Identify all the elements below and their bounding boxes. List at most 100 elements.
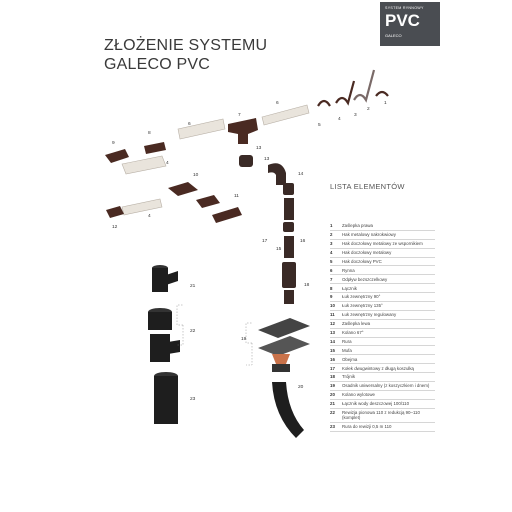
callout-12: 12 [112, 224, 118, 230]
callout-19: 19 [241, 336, 247, 342]
callout-9: 9 [112, 140, 115, 146]
item-label: Łącznik [342, 285, 357, 291]
list-item: 12 Zaślepka lewa [330, 320, 435, 329]
badge-line3: GALECO [385, 33, 402, 38]
gutter-corners [105, 142, 242, 223]
gutter-hooks [317, 69, 389, 107]
item-label: Rynna [342, 267, 355, 273]
callout-16: 16 [300, 238, 306, 244]
item-label: Osadnik uniwersalny (z koszyczkiem i dne… [342, 383, 430, 389]
sewer-pipes [148, 265, 180, 424]
item-label: Łuk zewnętrzny regulowany [342, 312, 397, 318]
item-label: Trójnik [342, 374, 356, 380]
list-item: 16 Obejma [330, 355, 435, 365]
system-badge: SYSTEM RYNNOWY PVC GALECO [380, 2, 440, 46]
list-item: 3 Hak doczołowy metalowy ze wspornikiem [330, 240, 435, 249]
item-label: Kolano 67° [342, 329, 364, 335]
list-item: 10 Łuk zewnętrzny 135° [330, 302, 435, 311]
settler [258, 318, 310, 372]
item-number: 4 [330, 249, 333, 255]
callout-6-top: 6 [276, 100, 279, 106]
callout-7: 7 [238, 112, 241, 118]
item-number: 15 [330, 347, 335, 353]
outlet-elbow [272, 382, 304, 438]
item-number: 20 [330, 392, 335, 398]
list-item: 1 Zaślepka prawa [330, 222, 435, 231]
item-label: Zaślepka prawa [342, 223, 373, 229]
item-number: 1 [330, 223, 333, 229]
list-item: 22 Rewizja pionowa 110 z redukcją 90–110 … [330, 409, 435, 423]
item-number: 12 [330, 321, 335, 327]
list-item: 2 Hak metalowy nakrokwiowy [330, 231, 435, 240]
item-number: 19 [330, 383, 335, 389]
item-number: 21 [330, 401, 335, 407]
callout-4-b: 4 [166, 160, 169, 166]
item-label: Kołek dwugwintowy z długą koszulką [342, 365, 414, 371]
gutter-top [177, 104, 310, 144]
title-line1: ZŁOŻENIE SYSTEMU [104, 37, 268, 54]
list-item: 11 Łuk zewnętrzny regulowany [330, 311, 435, 320]
list-item: 14 Rura [330, 338, 435, 347]
item-number: 9 [330, 294, 333, 300]
item-number: 6 [330, 267, 333, 273]
callout-2: 2 [367, 106, 370, 112]
list-item: 6 Rynna [330, 266, 435, 276]
item-label: Rura [342, 338, 352, 344]
item-label: Hak doczołowy metalowy ze wspornikiem [342, 241, 423, 247]
callout-4-c: 4 [148, 213, 151, 219]
item-number: 10 [330, 303, 335, 309]
callout-23: 23 [190, 396, 196, 402]
item-label: Łącznik wody deszczowej 100/110 [342, 401, 410, 407]
list-item: 5 Hak doczołowy PVC [330, 258, 435, 267]
badge-line2: PVC [385, 11, 420, 30]
callout-10: 10 [193, 172, 199, 178]
callout-13-b: 13 [264, 156, 270, 162]
item-number: 22 [330, 410, 335, 415]
item-number: 16 [330, 356, 335, 362]
callout-6-mid: 6 [188, 121, 191, 127]
item-number: 11 [330, 312, 335, 318]
list-item: 20 Kolano wylotowe [330, 391, 435, 400]
item-label: Łuk zewnętrzny 90° [342, 294, 381, 300]
item-label: Odpływ bezszczelkowy [342, 276, 388, 282]
item-label: Rewizja pionowa 110 z redukcją 90–110 (k… [342, 410, 420, 421]
item-label: Obejma [342, 356, 358, 362]
items-list: 1 Zaślepka prawa 2 Hak metalowy nakrokwiowy… [330, 222, 435, 432]
list-item: 9 Łuk zewnętrzny 90° [330, 293, 435, 303]
item-label: Kolano wylotowe [342, 392, 375, 398]
badge-line1: SYSTEM RYNNOWY [385, 6, 424, 10]
item-number: 14 [330, 338, 335, 344]
list-item: 18 Trójnik [330, 373, 435, 383]
item-label: Łuk zewnętrzny 135° [342, 303, 383, 309]
list-title: LISTA ELEMENTÓW [330, 182, 405, 191]
item-label: Zaślepka lewa [342, 321, 371, 327]
item-number: 3 [330, 241, 333, 247]
callout-13: 13 [256, 145, 262, 151]
title-line2: GALECO PVC [104, 56, 211, 73]
callout-21: 21 [190, 283, 196, 289]
callout-4: 4 [338, 116, 341, 122]
page-title: ZŁOŻENIE SYSTEMU GALECO PVC [104, 36, 267, 74]
callout-3: 3 [354, 112, 357, 118]
item-label: Hak doczołowy PVC [342, 258, 382, 264]
callout-20: 20 [298, 384, 304, 390]
leader-lines [176, 304, 253, 366]
item-label: Hak metalowy nakrokwiowy [342, 232, 396, 238]
list-item: 21 Łącznik wody deszczowej 100/110 [330, 400, 435, 409]
callout-18: 18 [304, 282, 310, 288]
item-number: 2 [330, 232, 333, 238]
item-number: 18 [330, 374, 335, 380]
callout-11: 11 [234, 193, 239, 199]
item-number: 5 [330, 258, 333, 264]
downpipe [239, 155, 296, 304]
list-item: 19 Osadnik uniwersalny (z koszyczkiem i d… [330, 382, 435, 391]
callout-1: 1 [384, 100, 387, 106]
